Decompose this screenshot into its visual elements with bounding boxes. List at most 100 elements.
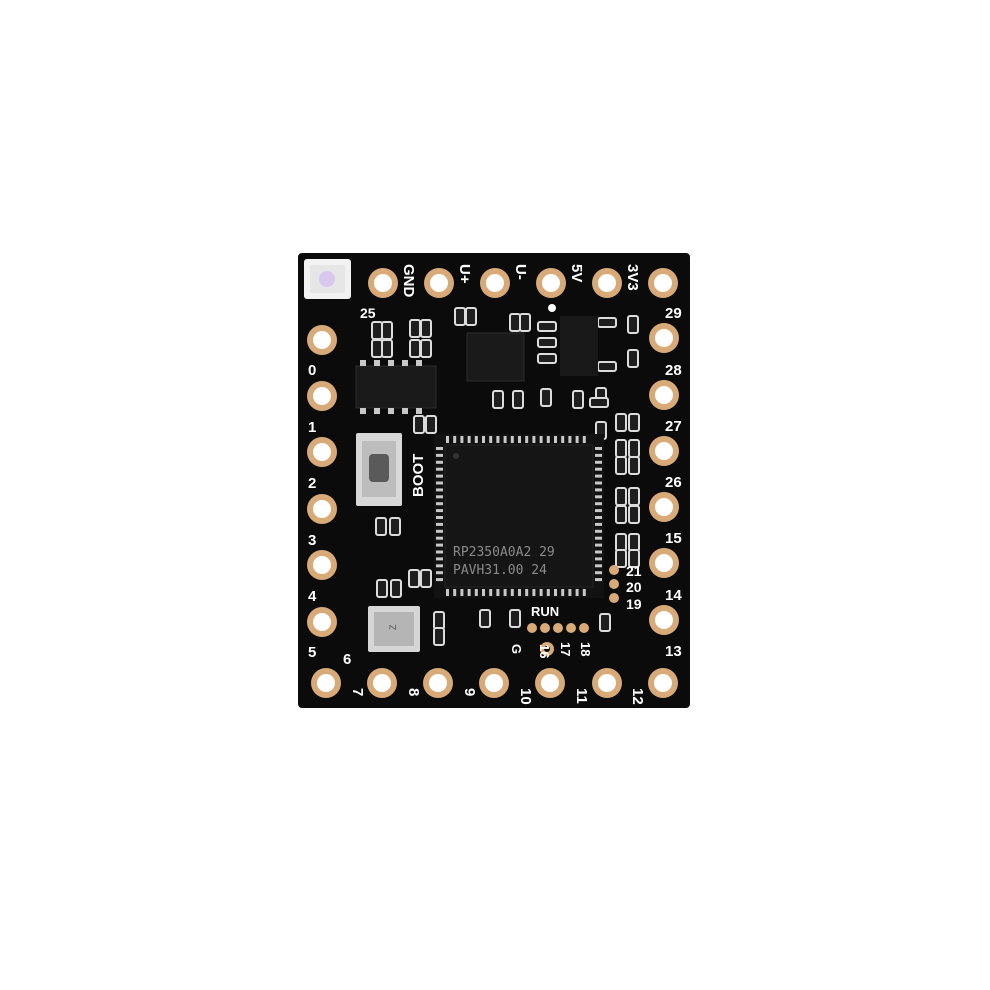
mcu-pin — [546, 436, 550, 443]
mcu-pin — [496, 589, 500, 596]
mcu-pin — [482, 589, 485, 596]
smd-part-7 — [420, 339, 432, 358]
rgb-led — [304, 259, 351, 299]
smd-part-21 — [628, 439, 640, 458]
mcu-pin — [467, 436, 471, 443]
mcu-pin — [525, 436, 529, 443]
label-3v3: 3V3 — [624, 264, 641, 291]
mcu-pin — [489, 436, 493, 443]
mcu-pin — [503, 589, 507, 596]
smd-part-18 — [615, 413, 627, 432]
smd-part-41 — [627, 315, 639, 334]
mcu-pin — [453, 589, 457, 596]
mcu-pin — [436, 522, 443, 526]
flash-chip — [355, 360, 437, 414]
mcu-pin — [595, 460, 602, 464]
mcu-pin — [532, 589, 536, 596]
bottom-pad-6-hole — [654, 674, 672, 692]
mcu-pin — [595, 495, 602, 499]
mcu-pin — [436, 578, 443, 582]
bottom-pad-3-hole — [485, 674, 503, 692]
label-pin-8: 8 — [405, 688, 422, 696]
smd-part-32 — [413, 415, 425, 434]
smd-part-27 — [628, 505, 640, 524]
smd-part-8 — [454, 307, 466, 326]
top-labels: GND U+ U- 5V 3V3 — [400, 264, 641, 298]
mcu-pin — [436, 564, 443, 568]
mcu-pin — [460, 436, 464, 443]
smd-part-20 — [615, 439, 627, 458]
smd-part-12 — [492, 390, 504, 409]
mcu-pin — [595, 550, 602, 554]
mcu-pin — [554, 436, 557, 443]
smd-part-43 — [375, 517, 387, 536]
smd-part-28 — [615, 533, 627, 552]
mcu-pin — [539, 436, 543, 443]
smd-part-38 — [479, 609, 491, 628]
smd-part-19 — [628, 413, 640, 432]
smd-part-9 — [465, 307, 477, 326]
mcu-pin — [539, 589, 543, 596]
smd-part-15 — [572, 390, 584, 409]
smd-part-h-1 — [537, 337, 557, 348]
smd-part-2 — [381, 321, 393, 340]
right-labels: 29 28 27 26 15 14 13 — [665, 305, 682, 660]
mcu-pin — [554, 589, 557, 596]
mcu-pin — [510, 589, 514, 596]
mcu-pin — [595, 571, 602, 575]
smd-part-3 — [381, 339, 393, 358]
mcu-pin — [436, 460, 443, 464]
mcu-pin — [436, 529, 443, 533]
right-pad-0-hole — [655, 329, 673, 347]
mcu-pin — [595, 474, 602, 478]
top-pad-3-hole — [542, 274, 560, 292]
smd-part-11 — [519, 313, 531, 332]
mcu-pin — [436, 481, 443, 485]
mcu-pin — [436, 571, 443, 575]
mcu-pin — [595, 516, 602, 519]
label-pin-15: 15 — [665, 530, 682, 547]
smd-part-13 — [512, 390, 524, 409]
mcu-pin — [446, 436, 449, 443]
label-run: RUN — [531, 604, 559, 619]
mcu-pin — [436, 557, 443, 561]
bottom-pad-1-hole — [373, 674, 391, 692]
label-pin-25: 25 — [360, 305, 376, 321]
mcu-pin — [436, 536, 443, 540]
label-pin-12: 12 — [629, 688, 646, 705]
mcu-pin — [532, 436, 536, 443]
mcu-pin — [561, 436, 565, 443]
label-pin-17: 17 — [558, 642, 573, 656]
label-u-plus: U+ — [456, 264, 473, 284]
label-pin-21: 21 — [626, 563, 642, 579]
smd-part-h-5 — [589, 397, 609, 408]
crystal-marking: Z — [388, 624, 398, 630]
top-pad-1-hole — [430, 274, 448, 292]
smd-part-35 — [420, 569, 432, 588]
smd-part-39 — [509, 609, 521, 628]
label-pin-9: 9 — [461, 688, 478, 696]
button-actuator[interactable] — [369, 454, 389, 482]
mcu-pin — [595, 522, 602, 526]
mcu-pin — [595, 453, 602, 457]
boot-button[interactable] — [356, 433, 402, 506]
test-pads — [527, 565, 619, 656]
label-pin-3: 3 — [308, 532, 316, 549]
mcu-pin — [568, 436, 572, 443]
label-pin-20: 20 — [626, 579, 642, 595]
label-gnd: GND — [400, 264, 417, 298]
smd-part-44 — [389, 517, 401, 536]
mcu-pin — [595, 447, 602, 450]
smd-part-34 — [408, 569, 420, 588]
label-pin-26: 26 — [665, 474, 682, 491]
mcu-pin — [568, 589, 572, 596]
mcu-pin — [436, 502, 443, 506]
smd-part-h-0 — [537, 321, 557, 332]
bottom-labels: 6 7 8 9 10 11 12 — [343, 651, 646, 705]
smd-part-4 — [409, 319, 421, 338]
label-pin-6: 6 — [343, 651, 351, 668]
smd-part-36 — [433, 611, 445, 630]
mcu-pin — [595, 557, 602, 561]
label-pin-0: 0 — [308, 362, 316, 379]
